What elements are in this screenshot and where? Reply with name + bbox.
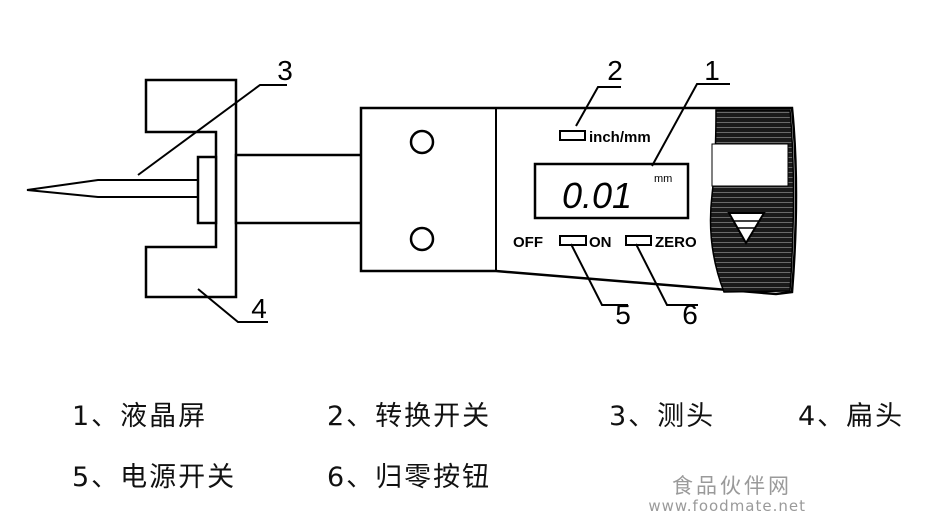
power-on-label: ON bbox=[589, 234, 612, 251]
lcd-unit: mm bbox=[654, 173, 672, 185]
leader-2 bbox=[575, 86, 621, 127]
lcd-reading: 0.01 bbox=[562, 175, 632, 216]
lcd-screen bbox=[533, 162, 690, 220]
flat-head bbox=[144, 78, 238, 299]
legend-item-6: 6、归零按钮 bbox=[327, 462, 492, 493]
callout-1: 1 bbox=[704, 55, 720, 86]
callout-5: 5 bbox=[615, 299, 631, 330]
grip-plate bbox=[711, 143, 789, 187]
callout-6: 6 bbox=[682, 299, 698, 330]
legend-item-4: 4、扁头 bbox=[798, 401, 905, 432]
callout-4: 4 bbox=[251, 293, 267, 324]
power-off-label: OFF bbox=[513, 234, 543, 251]
leader-6 bbox=[635, 243, 698, 306]
legend-item-3: 3、测头 bbox=[609, 401, 716, 432]
watermark-name: 食品伙伴网 bbox=[672, 474, 792, 498]
screw-top bbox=[409, 129, 435, 155]
leader-1 bbox=[651, 83, 730, 167]
probe-needle bbox=[26, 179, 199, 198]
legend-item-1: 1、液晶屏 bbox=[72, 401, 208, 432]
zero-button[interactable] bbox=[625, 235, 652, 246]
probe-collar bbox=[196, 155, 218, 225]
screw-bottom bbox=[409, 226, 435, 252]
callout-2: 2 bbox=[607, 55, 623, 86]
leader-4 bbox=[197, 288, 268, 323]
legend-item-5: 5、电源开关 bbox=[72, 462, 237, 493]
zero-label: ZERO bbox=[655, 234, 697, 251]
leader-5 bbox=[570, 243, 628, 306]
inch-mm-label: inch/mm bbox=[589, 129, 651, 146]
inch-mm-switch[interactable] bbox=[559, 130, 586, 141]
callout-3: 3 bbox=[277, 55, 293, 86]
legend-item-2: 2、转换开关 bbox=[327, 401, 492, 432]
gauge-shaft bbox=[234, 153, 364, 225]
leader-3 bbox=[137, 84, 287, 176]
watermark-url: www.foodmate.net bbox=[648, 497, 806, 515]
power-switch[interactable] bbox=[559, 235, 587, 246]
leader-lines bbox=[137, 83, 730, 323]
grip-knurl bbox=[709, 109, 795, 293]
